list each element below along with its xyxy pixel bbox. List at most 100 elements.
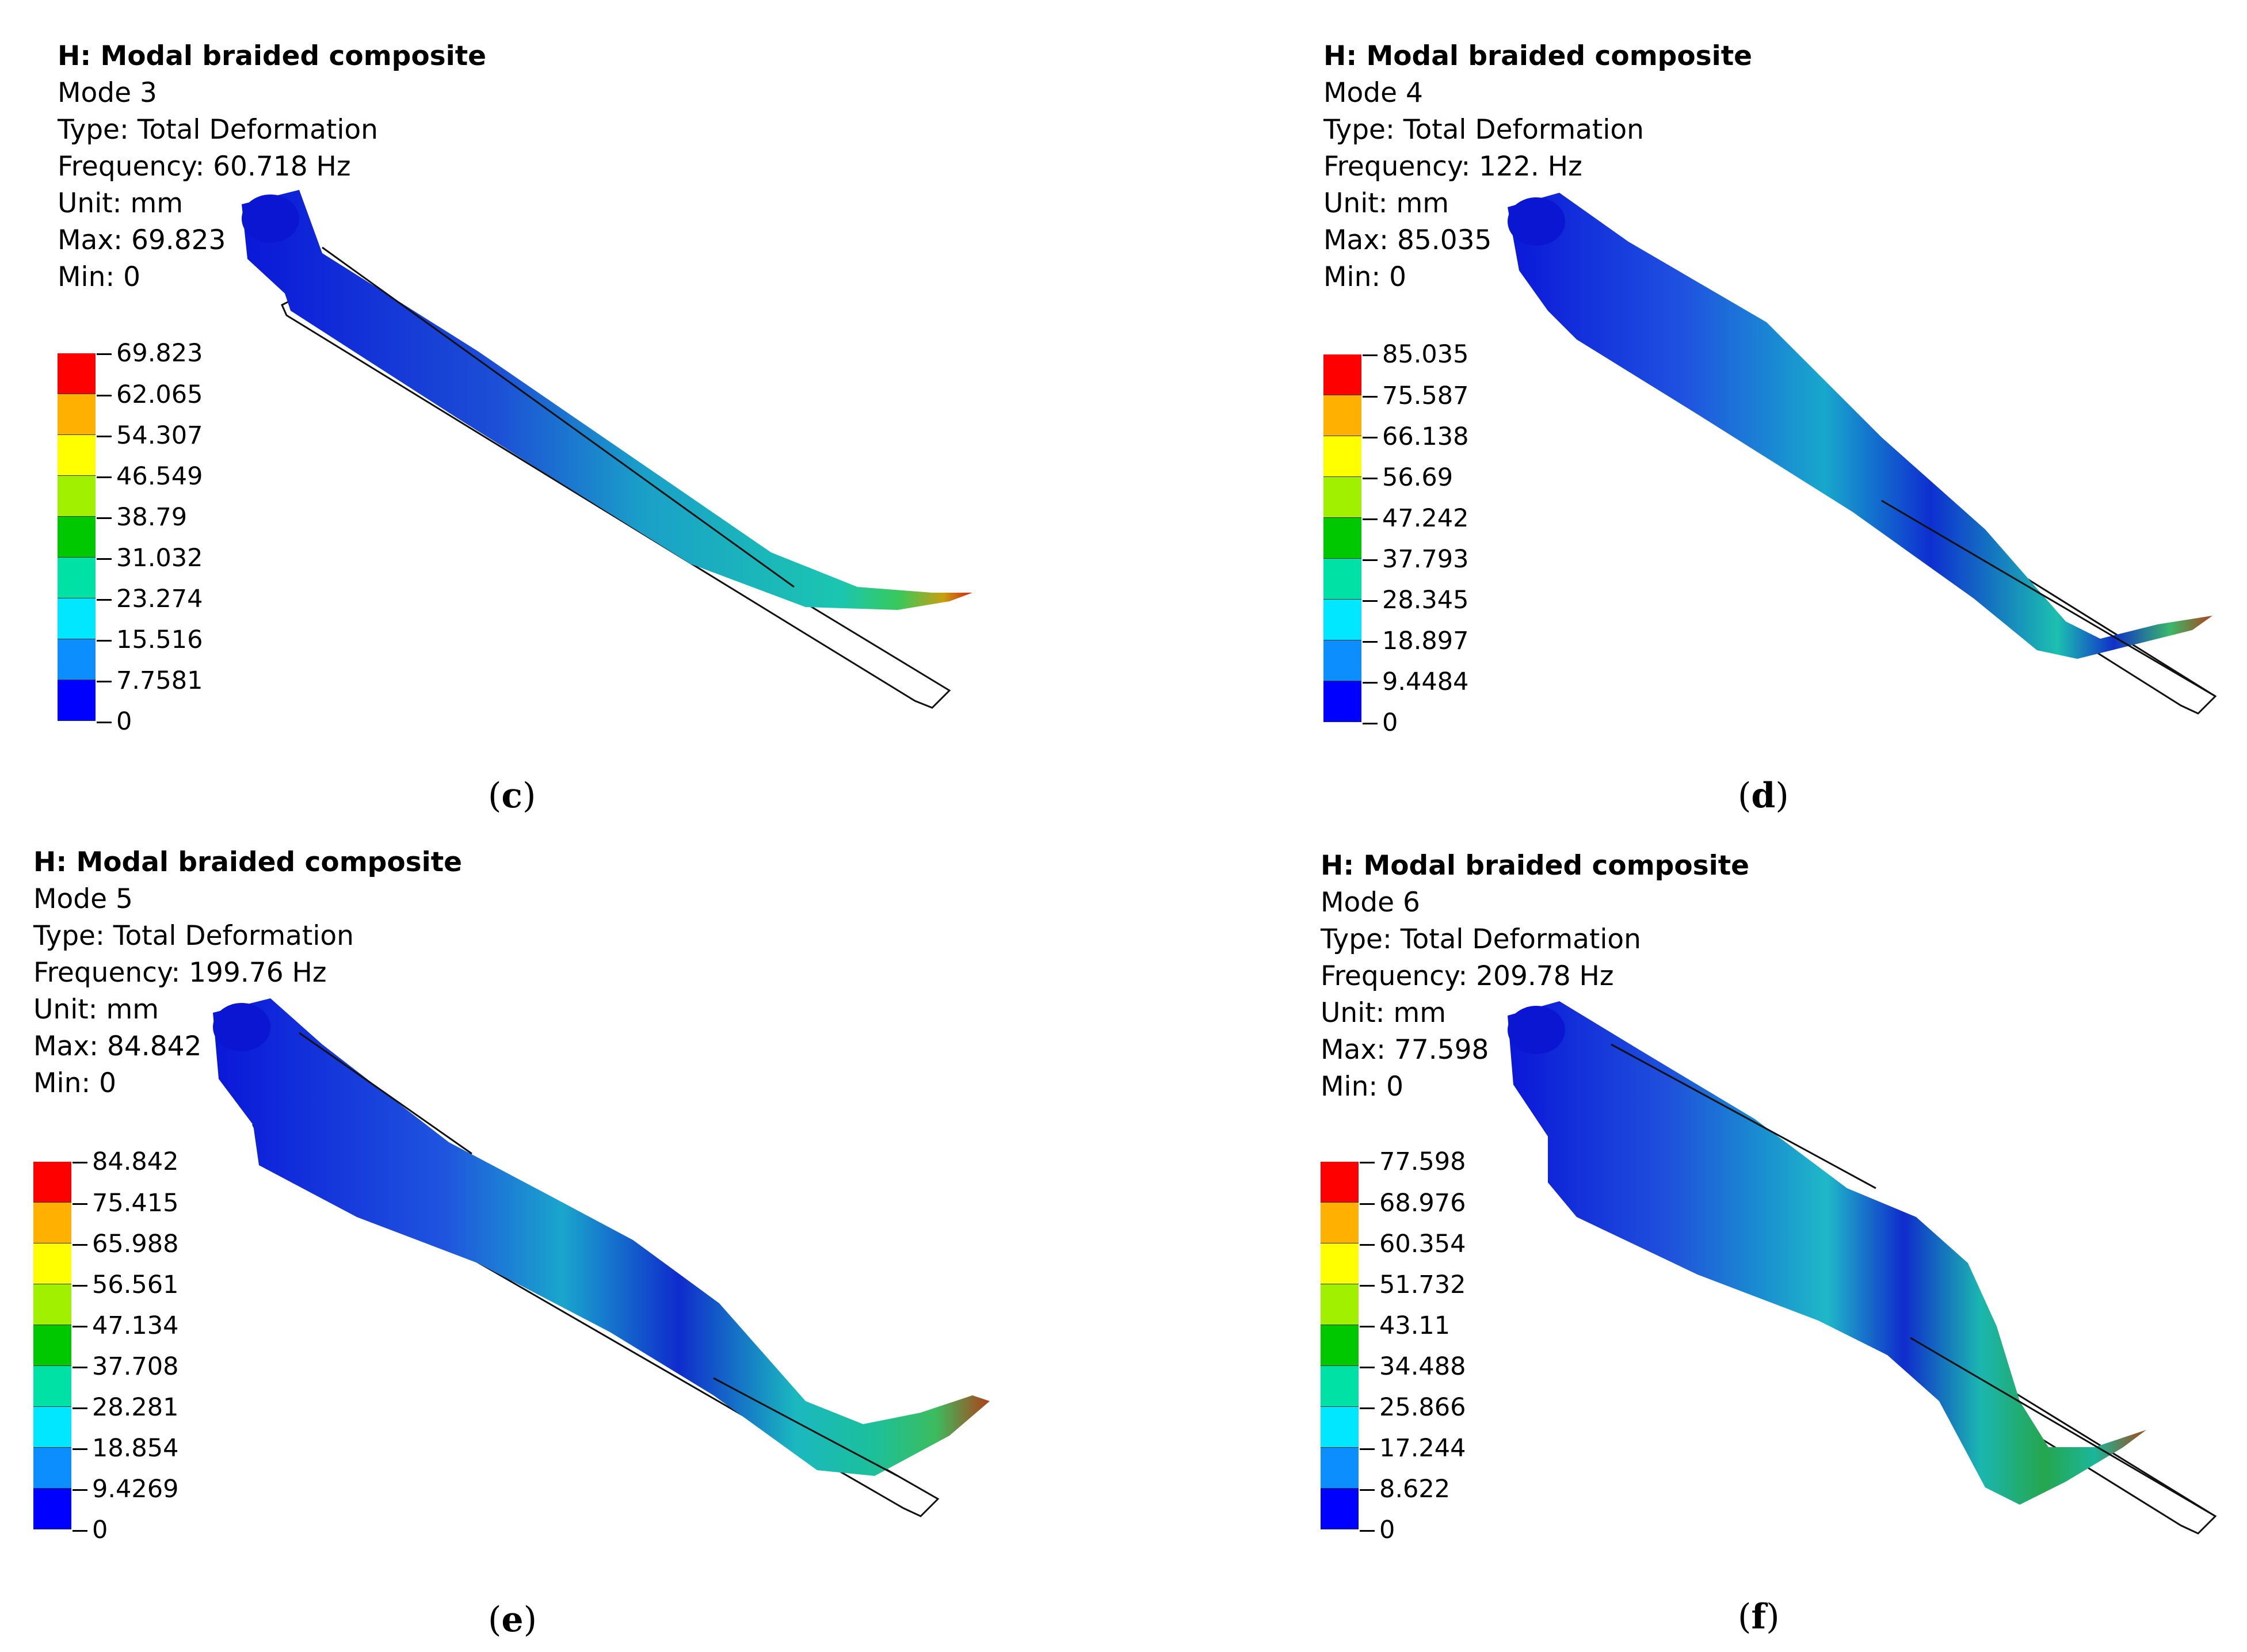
caption-letter: e bbox=[501, 1600, 524, 1640]
legend-swatch bbox=[1321, 1325, 1359, 1366]
legend-swatch bbox=[58, 353, 96, 394]
deformed-beam bbox=[1508, 193, 2212, 659]
mode-label: Mode 6 bbox=[1321, 887, 1420, 918]
deformed-beam bbox=[1508, 1001, 2146, 1505]
legend-value: 31.032 bbox=[96, 544, 203, 573]
color-legend: 69.823 62.065 54.307 46.549 38.79 31.032… bbox=[58, 339, 247, 736]
type-label: Type: Total Deformation bbox=[58, 114, 378, 146]
legend-swatch bbox=[1323, 436, 1361, 477]
legend-color-scale bbox=[1323, 354, 1361, 722]
min-label: Min: 0 bbox=[1321, 1071, 1404, 1102]
type-label: Type: Total Deformation bbox=[1323, 114, 1644, 146]
legend-value: 9.4484 bbox=[1362, 667, 1469, 696]
frequency-label: Frequency: 122. Hz bbox=[1323, 151, 1582, 182]
legend-swatch bbox=[33, 1243, 71, 1284]
max-label: Max: 69.823 bbox=[58, 224, 226, 256]
legend-swatch bbox=[58, 394, 96, 435]
result-info: H: Modal braided composite Mode 5 Type: … bbox=[33, 844, 462, 1102]
type-label: Type: Total Deformation bbox=[1321, 924, 1641, 955]
beam-root-hub bbox=[1508, 197, 1565, 246]
mode-label: Mode 5 bbox=[33, 883, 133, 915]
deformed-beam bbox=[242, 190, 972, 610]
mode-label: Mode 3 bbox=[58, 77, 157, 109]
legend-value: 85.035 bbox=[1362, 340, 1469, 369]
overlay-edge-line bbox=[1611, 1043, 1876, 1189]
legend-swatch bbox=[1321, 1162, 1359, 1203]
legend-value: 34.488 bbox=[1359, 1352, 1466, 1381]
frequency-label: Frequency: 209.78 Hz bbox=[1321, 960, 1614, 992]
subfigure-caption: (c) bbox=[488, 776, 536, 816]
legend-swatch bbox=[58, 476, 96, 517]
legend-value: 18.854 bbox=[72, 1434, 179, 1463]
analysis-title: H: Modal braided composite bbox=[1321, 850, 1750, 882]
legend-swatch bbox=[33, 1407, 71, 1448]
beam-root-hub bbox=[1508, 1006, 1565, 1054]
legend-swatch bbox=[33, 1284, 71, 1325]
unit-label: Unit: mm bbox=[33, 994, 159, 1025]
legend-value: 38.79 bbox=[96, 503, 188, 532]
legend-swatch bbox=[1323, 518, 1361, 559]
overlay-edge-line bbox=[299, 1032, 472, 1155]
type-label: Type: Total Deformation bbox=[33, 920, 354, 952]
analysis-title: H: Modal braided composite bbox=[1323, 40, 1753, 72]
legend-swatch bbox=[33, 1203, 71, 1243]
deformed-beam-view bbox=[242, 190, 972, 709]
legend-value: 15.516 bbox=[96, 625, 203, 654]
legend-value: 51.732 bbox=[1359, 1271, 1466, 1299]
caption-letter: d bbox=[1751, 776, 1776, 816]
deformed-beam-view bbox=[1508, 193, 2217, 715]
legend-swatch bbox=[58, 598, 96, 639]
legend-swatch bbox=[1323, 640, 1361, 681]
max-label: Max: 77.598 bbox=[1321, 1034, 1489, 1066]
unit-label: Unit: mm bbox=[58, 188, 184, 219]
legend-swatch bbox=[58, 517, 96, 558]
legend-value: 8.622 bbox=[1359, 1475, 1451, 1504]
legend-swatch bbox=[33, 1366, 71, 1407]
max-label: Max: 85.035 bbox=[1323, 224, 1492, 256]
legend-swatch bbox=[33, 1162, 71, 1203]
legend-swatch bbox=[33, 1489, 71, 1529]
min-label: Min: 0 bbox=[58, 261, 141, 293]
color-legend: 84.842 75.415 65.988 56.561 47.134 37.70… bbox=[33, 1147, 223, 1544]
subfigure-caption: (d) bbox=[1738, 776, 1789, 816]
color-legend: 85.035 75.587 66.138 56.69 47.242 37.793… bbox=[1323, 340, 1513, 737]
legend-value: 75.587 bbox=[1362, 381, 1469, 410]
legend-swatch bbox=[1323, 477, 1361, 518]
legend-value: 17.244 bbox=[1359, 1434, 1466, 1463]
legend-swatch bbox=[58, 680, 96, 721]
frequency-label: Frequency: 199.76 Hz bbox=[33, 957, 327, 989]
legend-swatch bbox=[1321, 1489, 1359, 1529]
legend-value: 77.598 bbox=[1359, 1147, 1466, 1176]
legend-value: 18.897 bbox=[1362, 627, 1469, 655]
legend-value: 0 bbox=[1362, 708, 1398, 737]
legend-value: 69.823 bbox=[96, 339, 203, 368]
legend-swatch bbox=[58, 639, 96, 680]
legend-value: 43.11 bbox=[1359, 1311, 1451, 1340]
min-label: Min: 0 bbox=[1323, 261, 1407, 293]
legend-swatch bbox=[1323, 681, 1361, 722]
legend-value: 47.134 bbox=[72, 1311, 179, 1340]
legend-color-scale bbox=[1321, 1162, 1359, 1529]
legend-swatch bbox=[1321, 1203, 1359, 1243]
legend-value: 68.976 bbox=[1359, 1189, 1466, 1218]
legend-color-scale bbox=[33, 1162, 71, 1529]
overlay-edge-line bbox=[1881, 499, 2216, 697]
legend-value: 23.274 bbox=[96, 585, 203, 613]
max-label: Max: 84.842 bbox=[33, 1031, 202, 1062]
legend-swatch bbox=[1323, 559, 1361, 600]
legend-swatch bbox=[1323, 600, 1361, 640]
legend-swatch bbox=[1321, 1448, 1359, 1489]
legend-swatch bbox=[1321, 1407, 1359, 1448]
legend-value: 37.793 bbox=[1362, 545, 1469, 574]
legend-swatch bbox=[33, 1448, 71, 1489]
legend-value: 56.561 bbox=[72, 1271, 179, 1299]
deformed-beam-view bbox=[1508, 1001, 2217, 1535]
legend-value: 75.415 bbox=[72, 1189, 179, 1218]
analysis-title: H: Modal braided composite bbox=[33, 846, 463, 878]
legend-color-scale bbox=[58, 353, 96, 721]
legend-swatch bbox=[33, 1325, 71, 1366]
panel-mode-6: H: Modal braided composite Mode 6 Type: … bbox=[1122, 826, 2244, 1651]
result-info: H: Modal braided composite Mode 6 Type: … bbox=[1321, 848, 1749, 1105]
beam-root-hub bbox=[213, 1003, 270, 1051]
legend-swatch bbox=[1321, 1366, 1359, 1407]
